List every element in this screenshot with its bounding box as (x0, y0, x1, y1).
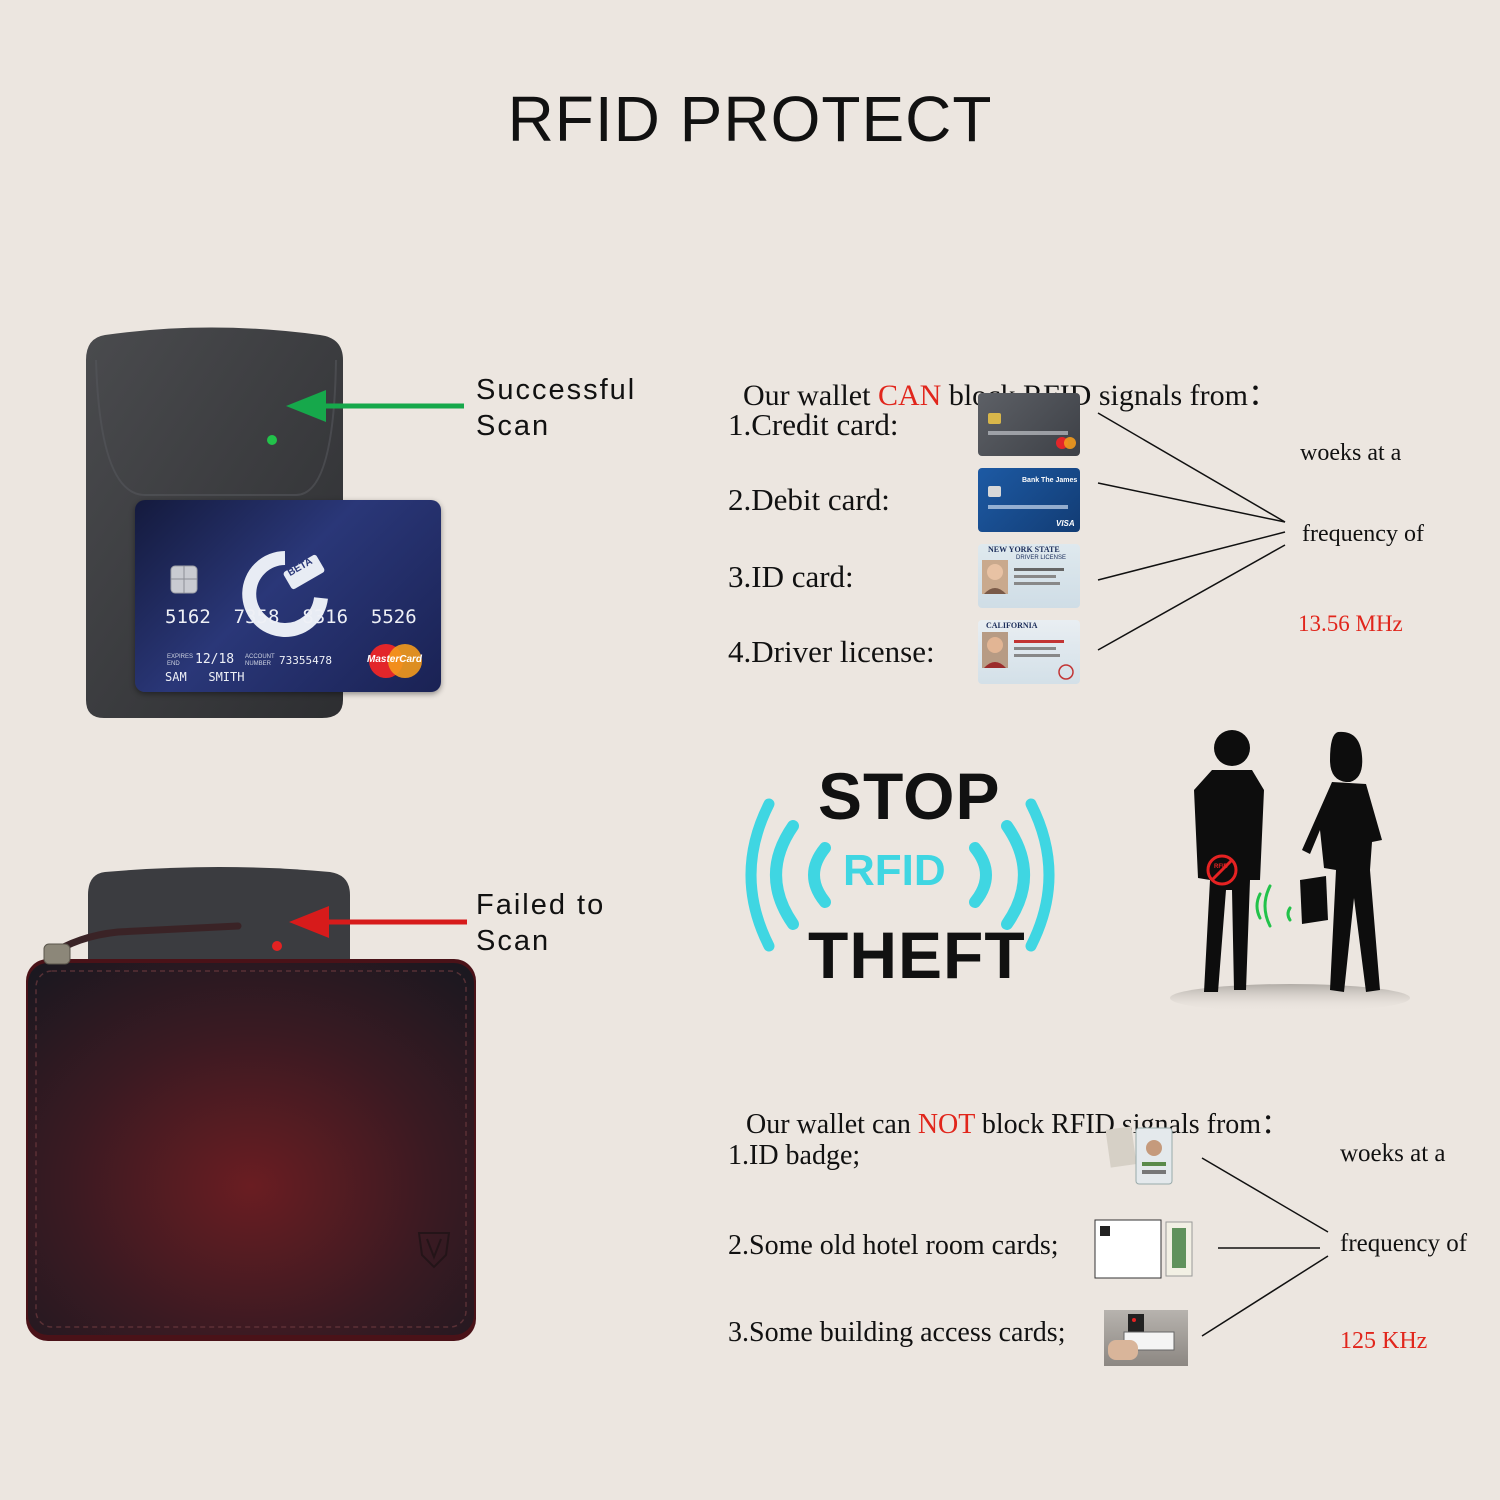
can-frequency-value: 13.56 MHz (1298, 611, 1403, 636)
card-brand: MasterCard (367, 654, 423, 665)
card-expiry: 12/18 (195, 652, 235, 667)
card-holder: SAM SMITH (165, 670, 245, 684)
red-arrow-icon (289, 906, 467, 938)
rfid-skimming-scene (1170, 730, 1410, 1012)
rfid-blocked-icon (1206, 854, 1238, 886)
cannot-note-works-at: woeks at a (1340, 1140, 1446, 1167)
card-account: 73355478 (279, 654, 332, 667)
page-title: RFID PROTECT (507, 83, 993, 155)
cannot-connector-lines (1201, 1157, 1329, 1337)
hotel-card-thumbnail (1094, 1218, 1194, 1280)
cannot-block-heading: Our wallet can NOT block RFID signals fr… (746, 1109, 1290, 1140)
can-note-frequency-of: frequency of (1302, 521, 1424, 547)
cannot-item-building-cards: 3.Some building access cards; (728, 1317, 1066, 1348)
can-item-debit-card: 2.Debit card: (728, 482, 890, 517)
license-state: CALIFORNIA (986, 621, 1038, 630)
card-number: 5162 7358 8316 5526 (165, 606, 417, 628)
sample-credit-card: BETA 5162 7358 8316 5526 EXPIRES END 12/… (135, 500, 441, 692)
green-led (267, 435, 277, 445)
cannot-item-hotel-cards: 2.Some old hotel room cards; (728, 1230, 1059, 1261)
can-connector-lines (1097, 412, 1286, 651)
zipper-pull-icon (43, 922, 242, 965)
id-card-state: NEW YORK STATE (988, 545, 1060, 554)
leather-wallet (24, 955, 480, 1345)
stop-label: STOP (818, 759, 1001, 833)
successful-scan-label: Successful Scan (476, 374, 637, 442)
rfid-badge-label: RFID (843, 846, 946, 895)
failed-scan-label: Failed to Scan (476, 889, 606, 957)
driver-license-thumbnail: CALIFORNIA (978, 620, 1080, 684)
can-item-credit-card: 1.Credit card: (728, 407, 899, 442)
access-card-thumbnail (1104, 1310, 1188, 1366)
cannot-note-frequency-of: frequency of (1340, 1230, 1468, 1257)
green-arrow-icon (286, 390, 464, 422)
scene-rfid-label: RFID (1214, 864, 1228, 870)
debit-card-thumbnail: Bank The James VISA (978, 468, 1080, 532)
signal-waves-icon (745, 798, 1055, 952)
debit-visa-label: VISA (1056, 519, 1075, 528)
card-account-label: ACCOUNT NUMBER (245, 654, 275, 667)
id-card-type: DRIVER LICENSE (1016, 555, 1067, 561)
cannot-frequency-value: 125 KHz (1340, 1328, 1428, 1354)
id-card-thumbnail: NEW YORK STATE DRIVER LICENSE (978, 544, 1080, 608)
can-note-works-at: woeks at a (1300, 440, 1402, 466)
red-led (272, 941, 282, 951)
cannot-item-id-badge: 1.ID badge; (728, 1140, 861, 1171)
can-item-driver-license: 4.Driver license: (728, 634, 935, 669)
debit-bank-name: Bank The James (1022, 477, 1078, 484)
theft-label: THEFT (808, 918, 1026, 992)
credit-card-thumbnail (978, 393, 1080, 456)
id-badge-thumbnail (1105, 1122, 1178, 1188)
can-item-id-card: 3.ID card: (728, 559, 854, 594)
woman-silhouette-icon (1300, 731, 1382, 992)
card-expires-label: EXPIRES END (167, 654, 194, 667)
scan-waves-icon (1255, 884, 1292, 928)
can-block-heading: Our wallet CAN block RFID signals from： (743, 379, 1278, 412)
